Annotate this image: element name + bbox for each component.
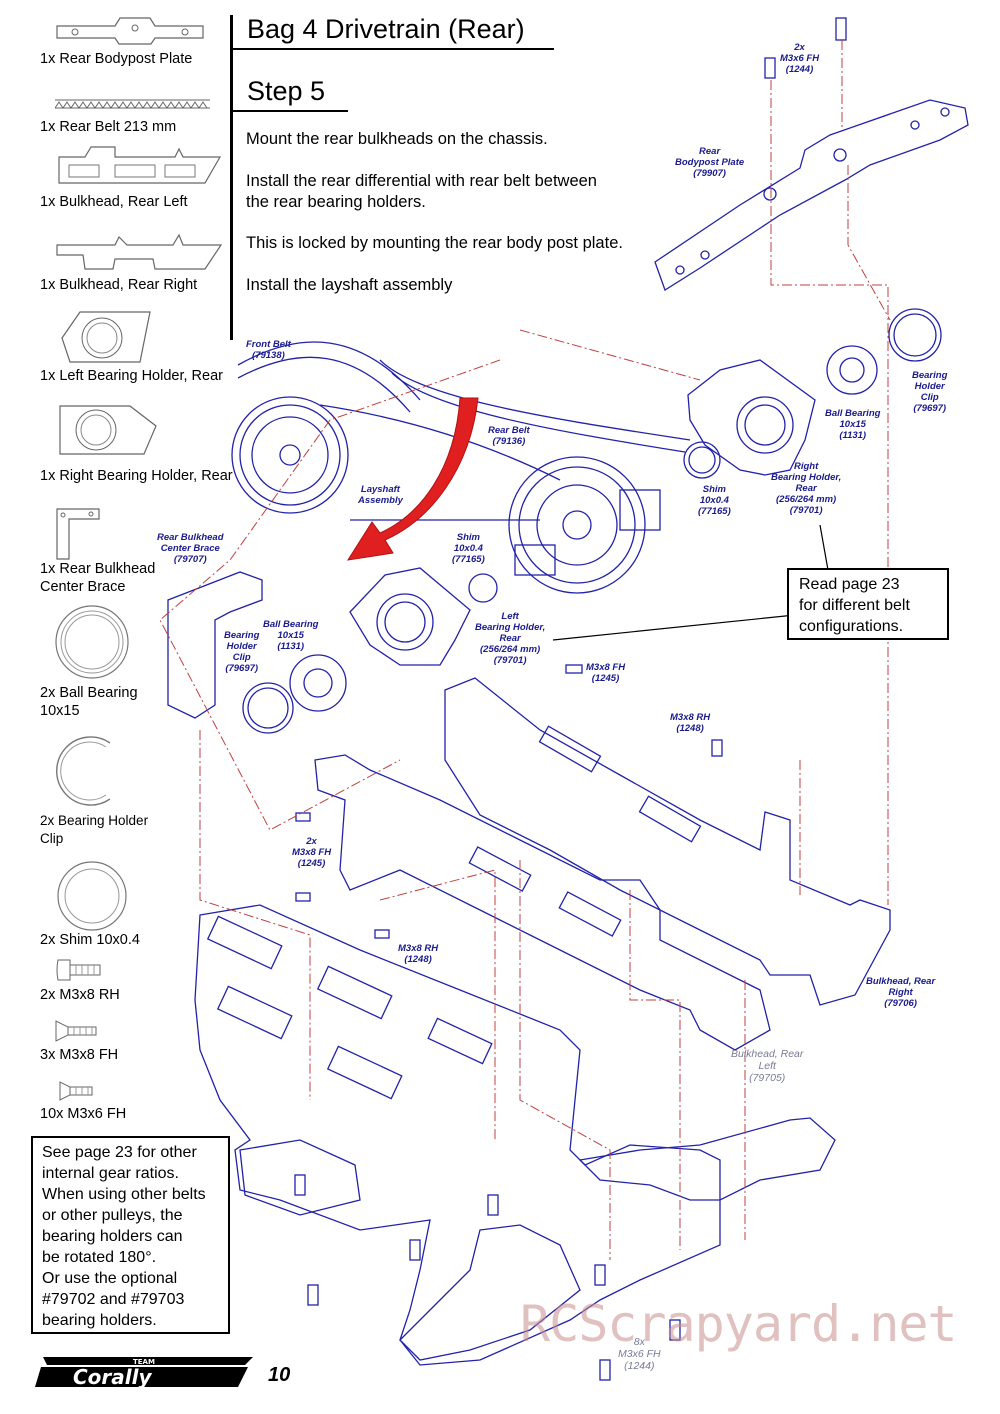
part-label: 2x Bearing Holder Clip [40, 813, 149, 846]
brand-logo: Corally TEAM [33, 1353, 255, 1391]
right-bearing-holder-drawing [687, 359, 816, 476]
bulkhead-left-drawing [314, 754, 771, 1051]
callout-left-holder: Left Bearing Holder, Rear (256/264 mm) (… [475, 611, 546, 666]
part-label: 1x Bulkhead, Rear Right [40, 277, 198, 293]
callout-center-brace: Rear Bulkhead Center Brace (79707) [157, 532, 224, 565]
instruction-text: This is locked by mounting the rear body… [246, 234, 623, 252]
assembly-line [519, 860, 611, 1260]
svg-text:Corally: Corally [73, 1365, 152, 1389]
belt-icon [55, 99, 210, 109]
diff-pulley-drawing [508, 456, 646, 594]
screw-fh-icon [55, 1020, 97, 1042]
bulkhead-right-icon [56, 233, 223, 270]
part-label: 1x Rear Belt 213 mm [40, 119, 177, 135]
part-label: 1x Bulkhead, Rear Left [40, 194, 188, 210]
assembly-line [199, 730, 311, 1100]
assembly-line [847, 165, 891, 321]
left-bearing-holder-icon [61, 311, 151, 363]
callout-bodypost: Rear Bodypost Plate (79907) [675, 146, 745, 179]
callout-ball-bearing-right: Ball Bearing 10x15 (1131) [825, 408, 881, 441]
shim-icon [57, 861, 127, 931]
assembly-line [519, 329, 701, 381]
callout-bearing-clip-left: Bearing Holder Clip (79697) [224, 630, 260, 674]
section-divider [230, 15, 233, 340]
assembly-line [379, 869, 496, 1140]
page-number: 10 [268, 1364, 291, 1386]
callout-bulkhead-right: Bulkhead, Rear Right (79706) [866, 976, 936, 1009]
part-label: 1x Right Bearing Holder, Rear [40, 468, 233, 484]
callout-screws-top: 2x M3x6 FH (1244) [780, 42, 820, 75]
bearing-clip-icon [56, 736, 111, 806]
instruction-text: Mount the rear bulkheads on the chassis. [246, 130, 548, 148]
part-label: 10x M3x6 FH [40, 1106, 127, 1122]
bodypost-plate-icon [56, 17, 204, 45]
step-underline [232, 110, 348, 112]
callout-right-holder: Right Bearing Holder, Rear (256/264 mm) … [771, 461, 842, 516]
gear-ratio-note: See page 23 for other internal gear rati… [31, 1136, 230, 1334]
part-label: 1x Rear Bulkhead Center Brace [40, 561, 156, 595]
instruction-text: Install the layshaft assembly [246, 276, 453, 294]
title-underline [232, 48, 554, 50]
step-title: Step 5 [247, 76, 326, 106]
center-brace-drawing [167, 571, 263, 719]
part-label: 1x Rear Bodypost Plate [40, 51, 193, 67]
belt-config-note: Read page 23 for different belt configur… [787, 568, 949, 640]
callout-layshaft: Layshaft Assembly [358, 484, 403, 506]
ball-bearing-icon [55, 605, 129, 679]
layshaft-pulley-drawing [231, 396, 349, 514]
callout-m3x8rh-b: M3x8 RH (1248) [398, 943, 439, 965]
callout-rear-belt: Rear Belt (79136) [488, 425, 530, 447]
rear-arm-drawing [578, 1117, 836, 1201]
callout-screws-bottom: 8x M3x6 FH (1244) [618, 1336, 661, 1372]
chassis-drawing [194, 904, 721, 1366]
part-label: 2x Shim 10x0.4 [40, 932, 140, 948]
part-label: 2x Ball Bearing 10x15 [40, 685, 138, 719]
bodypost-plate-drawing [654, 99, 969, 291]
callout-bulkhead-left: Bulkhead, Rear Left (79705) [731, 1048, 804, 1084]
instruction-text: Install the rear differential with rear … [246, 172, 597, 211]
bulkhead-right-drawing [444, 677, 891, 1006]
bulkhead-left-icon [58, 146, 222, 184]
assembly-line [159, 359, 501, 831]
callout-m3x8fh-a: M3x8 FH (1245) [586, 662, 626, 684]
watermark: RCScrapyard.net [520, 1295, 958, 1353]
callout-bearing-clip-right: Bearing Holder Clip (79697) [912, 370, 948, 414]
assembly-line [629, 890, 681, 1250]
page-title: Bag 4 Drivetrain (Rear) [247, 14, 525, 44]
callout-m3x8rh-a: M3x8 RH (1248) [670, 712, 711, 734]
part-label: 3x M3x8 FH [40, 1047, 119, 1063]
callout-m3x8fh-b: 2x M3x8 FH (1245) [292, 836, 332, 869]
svg-text:TEAM: TEAM [133, 1358, 155, 1366]
center-brace-icon [56, 508, 100, 560]
callout-shim-right: Shim 10x0.4 (77165) [698, 484, 731, 517]
callout-shim-left: Shim 10x0.4 (77165) [452, 532, 485, 565]
screw-rh-icon [56, 959, 101, 981]
part-label: 2x M3x8 RH [40, 987, 120, 1003]
left-bearing-holder-drawing [349, 567, 471, 666]
right-bearing-holder-icon [59, 405, 157, 455]
part-label: 1x Left Bearing Holder, Rear [40, 368, 223, 384]
callout-front-belt: Front Belt (79138) [246, 339, 291, 361]
rotate-arrow [346, 397, 479, 561]
screw-fh-small-icon [59, 1081, 93, 1101]
callout-ball-bearing-left: Ball Bearing 10x15 (1131) [263, 619, 319, 652]
